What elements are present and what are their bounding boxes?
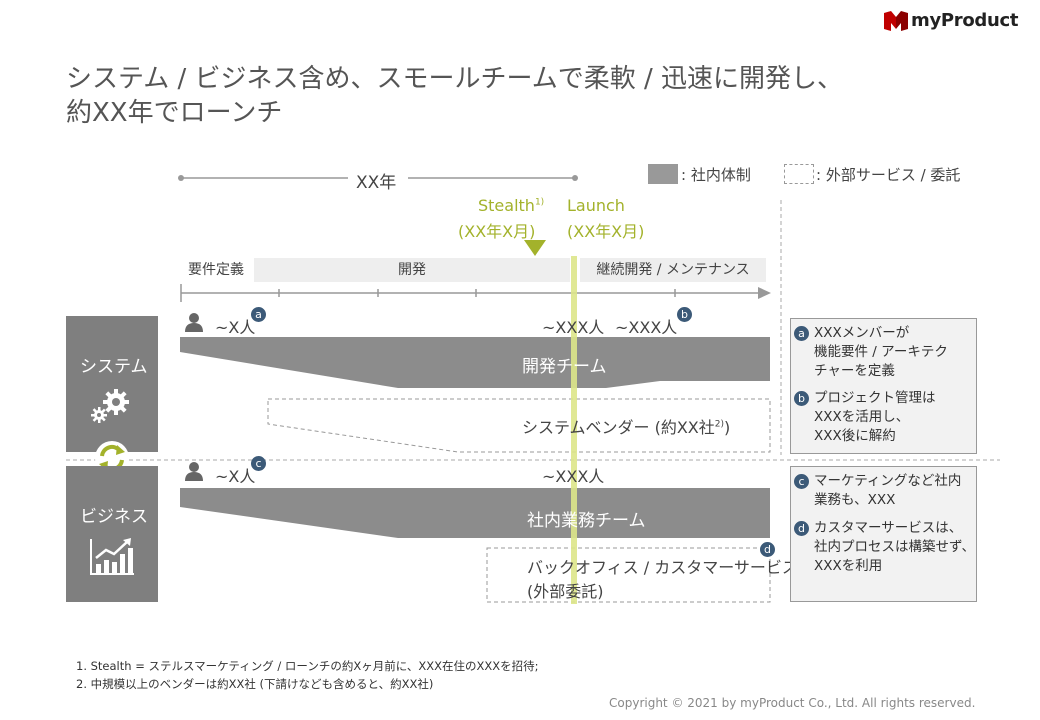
- growth-chart-icon: [90, 538, 134, 575]
- person-icon: [185, 313, 203, 332]
- note-a-line1: XXXメンバーが: [814, 325, 910, 341]
- system-vendor-shape: [267, 398, 771, 453]
- note-item-a: a XXXメンバーが 機能要件 / アーキテク チャーを定義: [794, 324, 948, 381]
- business-count-start: ~X人: [215, 467, 256, 486]
- system-box: システム: [66, 316, 158, 452]
- person-icon: [185, 462, 203, 481]
- system-vendor-suffix: ): [724, 418, 731, 437]
- outsourced-label-line2: (外部委託): [527, 582, 604, 601]
- note-b-line2: XXXを活用し、: [814, 409, 910, 425]
- system-vendor-text: システムベンダー (約XX社: [522, 418, 715, 437]
- note-badge-b: b: [794, 391, 809, 406]
- note-c-line1: マーケティングなど社内: [814, 473, 962, 489]
- duration-label: XX年: [356, 173, 397, 193]
- legend-external-swatch: [784, 164, 814, 184]
- duration-start-dot: [178, 175, 184, 181]
- stealth-marker: [524, 240, 546, 256]
- launch-label: Launch: [567, 196, 625, 215]
- badge-a: a: [251, 307, 266, 322]
- outsourced-label-line1: バックオフィス / カスタマーサービス: [527, 558, 798, 577]
- page-title: システム / ビジネス含め、スモールチームで柔軟 / 迅速に開発し、 約XX年で…: [66, 62, 966, 130]
- note-item-b: b プロジェクト管理は XXXを活用し、 XXX後に解約: [794, 389, 936, 446]
- launch-line: [571, 256, 577, 604]
- legend-external-label: : 外部サービス / 委託: [816, 166, 961, 184]
- legend-internal-swatch: [648, 164, 678, 184]
- business-label: ビジネス: [80, 507, 148, 527]
- legend-internal-label: : 社内体制: [681, 166, 751, 184]
- system-vendor-label: システムベンダー (約XX社2)): [522, 414, 730, 438]
- launch-date: (XX年X月): [567, 222, 645, 241]
- phase-maintenance: 継続開発 / メンテナンス: [580, 258, 766, 282]
- stealth-footnote-ref: 1): [534, 197, 545, 208]
- note-c-line2: 業務も、XXX: [814, 492, 896, 508]
- copyright: Copyright © 2021 by myProduct Co., Ltd. …: [609, 696, 976, 710]
- note-badge-c: c: [794, 474, 809, 489]
- note-b-line3: XXX後に解約: [814, 428, 896, 444]
- footnote-1: 1. Stealth = ステルスマーケティング / ローンチの約Xヶ月前に、X…: [76, 659, 539, 673]
- brand-mark-icon: [884, 11, 908, 31]
- business-count-mid: ~XXX人: [542, 467, 605, 486]
- time-axis-arrow: [758, 287, 771, 299]
- brand-logo: myProduct: [884, 10, 1034, 32]
- note-a-line3: チャーを定義: [814, 363, 895, 379]
- note-system: a XXXメンバーが 機能要件 / アーキテク チャーを定義 b プロジェクト管…: [790, 318, 977, 454]
- badge-d: d: [760, 542, 775, 557]
- business-team-shape: [180, 488, 770, 538]
- note-badge-a: a: [794, 326, 809, 341]
- stealth-date: (XX年X月): [458, 222, 536, 241]
- business-box: ビジネス: [66, 466, 158, 602]
- business-team-label: 社内業務チーム: [527, 511, 646, 531]
- footnote-2: 2. 中規模以上のベンダーは約XX社 (下請けなども含めると、約XX社): [76, 677, 434, 691]
- phase-requirements: 要件定義: [180, 258, 252, 282]
- gears-icon: [91, 389, 129, 423]
- note-item-d: d カスタマーサービスは、 社内プロセスは構築せず、 XXXを利用: [794, 519, 975, 576]
- system-count-start: ~X人: [215, 318, 256, 337]
- vendor-footnote-ref: 2): [714, 419, 725, 430]
- duration-end-dot: [572, 175, 578, 181]
- page-title-line2: 約XX年でローンチ: [66, 98, 283, 128]
- brand-name: myProduct: [911, 10, 1019, 31]
- badge-c: c: [251, 456, 266, 471]
- note-a-line2: 機能要件 / アーキテク: [814, 344, 948, 360]
- system-label: システム: [80, 357, 148, 377]
- note-b-line1: プロジェクト管理は: [814, 390, 936, 406]
- stealth-label: Stealth1): [478, 196, 544, 215]
- badge-b: b: [677, 307, 692, 322]
- note-business: c マーケティングなど社内 業務も、XXX d カスタマーサービスは、 社内プロ…: [790, 466, 977, 602]
- note-item-c: c マーケティングなど社内 業務も、XXX: [794, 472, 961, 510]
- system-count-mid: ~XXX人: [542, 318, 605, 337]
- note-badge-d: d: [794, 521, 809, 536]
- system-count-end: ~XXX人: [615, 318, 678, 337]
- note-d-line2: 社内プロセスは構築せず、: [814, 539, 976, 555]
- note-d-line1: カスタマーサービスは、: [814, 520, 963, 536]
- note-d-line3: XXXを利用: [814, 558, 883, 574]
- page-title-line1: システム / ビジネス含め、スモールチームで柔軟 / 迅速に開発し、: [66, 64, 844, 94]
- dev-team-label: 開発チーム: [522, 357, 607, 377]
- dev-team-shape: [180, 337, 770, 388]
- phase-development: 開発: [254, 258, 570, 282]
- outsourced-shape: [486, 547, 771, 603]
- stealth-label-text: Stealth: [478, 196, 535, 215]
